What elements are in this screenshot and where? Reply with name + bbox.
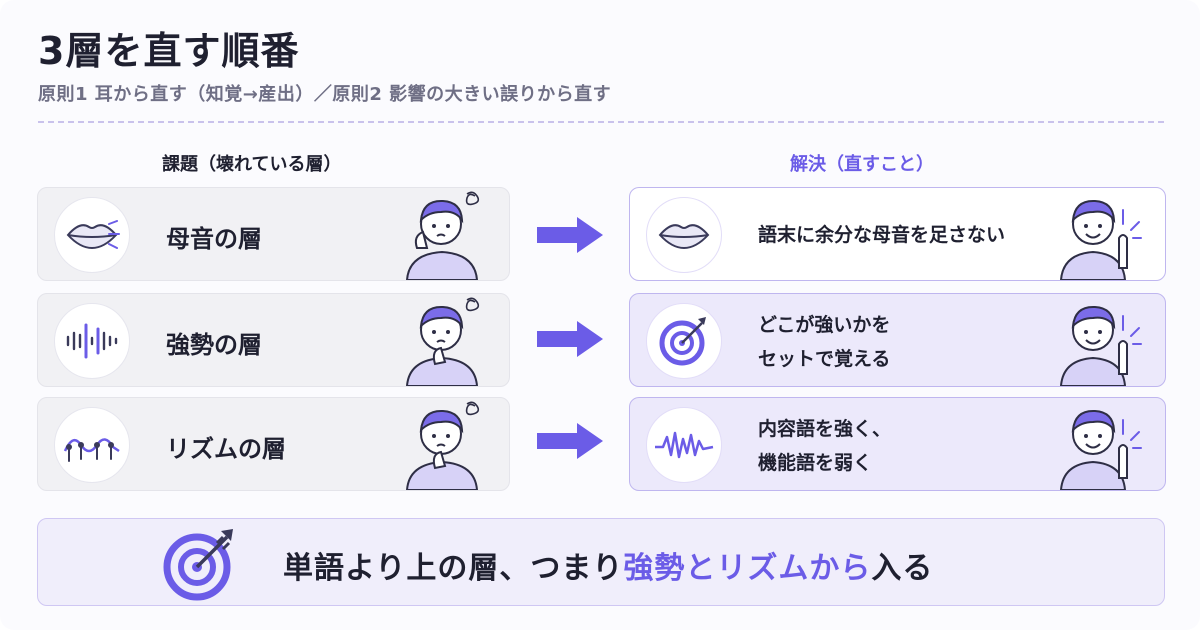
arrow-right-icon	[537, 321, 603, 357]
solution-column-header: 解決（直すこと）	[790, 154, 934, 175]
solution-card-vowel: 語末に余分な母音を足さない	[629, 187, 1166, 281]
conclusion-after: 入る	[871, 551, 934, 586]
lips-icon	[54, 197, 130, 273]
happy-person-pointing-icon	[1059, 409, 1142, 490]
layer-label-vowel: 母音の層	[166, 225, 262, 253]
solution-card-stress: どこが強いかを セットで覚える	[629, 293, 1166, 387]
solution-line: セットで覚える	[758, 348, 891, 370]
problem-column-header: 課題（壊れている層）	[162, 154, 342, 175]
solution-card-rhythm: 内容語を強く、 機能語を弱く	[629, 397, 1166, 491]
solution-line: どこが強いかを	[758, 314, 891, 336]
happy-person-pointing-icon	[1059, 199, 1142, 280]
confused-person-icon	[405, 191, 480, 280]
layer-label-stress: 強勢の層	[166, 331, 262, 359]
lips-icon	[646, 197, 722, 273]
rhythm-wave-icon	[54, 407, 130, 483]
dashed-divider	[38, 121, 1164, 123]
arrow-right-icon	[537, 423, 603, 459]
solution-text-stress: どこが強いかを セットで覚える	[758, 308, 890, 376]
arrow-right-icon	[537, 217, 603, 253]
solution-line: 機能語を弱く	[758, 452, 873, 474]
zigzag-wave-icon	[646, 407, 722, 483]
confused-person-icon	[405, 401, 480, 490]
page-subtitle: 原則1 耳から直す（知覚→産出）／原則2 影響の大きい誤りから直す	[38, 84, 612, 105]
conclusion-before: 単語より上の層、つまり	[283, 551, 624, 586]
target-icon	[163, 529, 233, 601]
problem-card-stress: 強勢の層	[37, 293, 510, 387]
layer-label-rhythm: リズムの層	[166, 435, 286, 463]
sound-wave-icon	[54, 303, 130, 379]
solution-line: 内容語を強く、	[758, 418, 892, 440]
confused-person-icon	[405, 297, 480, 386]
problem-card-rhythm: リズムの層	[37, 397, 510, 491]
solution-line: 語末に余分な母音を足さない	[758, 224, 1006, 246]
solution-text-rhythm: 内容語を強く、 機能語を弱く	[758, 412, 891, 480]
problem-card-vowel: 母音の層	[37, 187, 510, 281]
happy-person-pointing-icon	[1059, 305, 1142, 386]
solution-text-vowel: 語末に余分な母音を足さない	[758, 218, 1005, 252]
conclusion-highlight: 強勢とリズムから	[623, 551, 872, 586]
target-icon	[646, 303, 722, 379]
conclusion-box: 単語より上の層、つまり強勢とリズムから入る	[37, 518, 1165, 606]
page-title: 3層を直す順番	[38, 29, 300, 73]
conclusion-text: 単語より上の層、つまり強勢とリズムから入る	[283, 543, 933, 587]
